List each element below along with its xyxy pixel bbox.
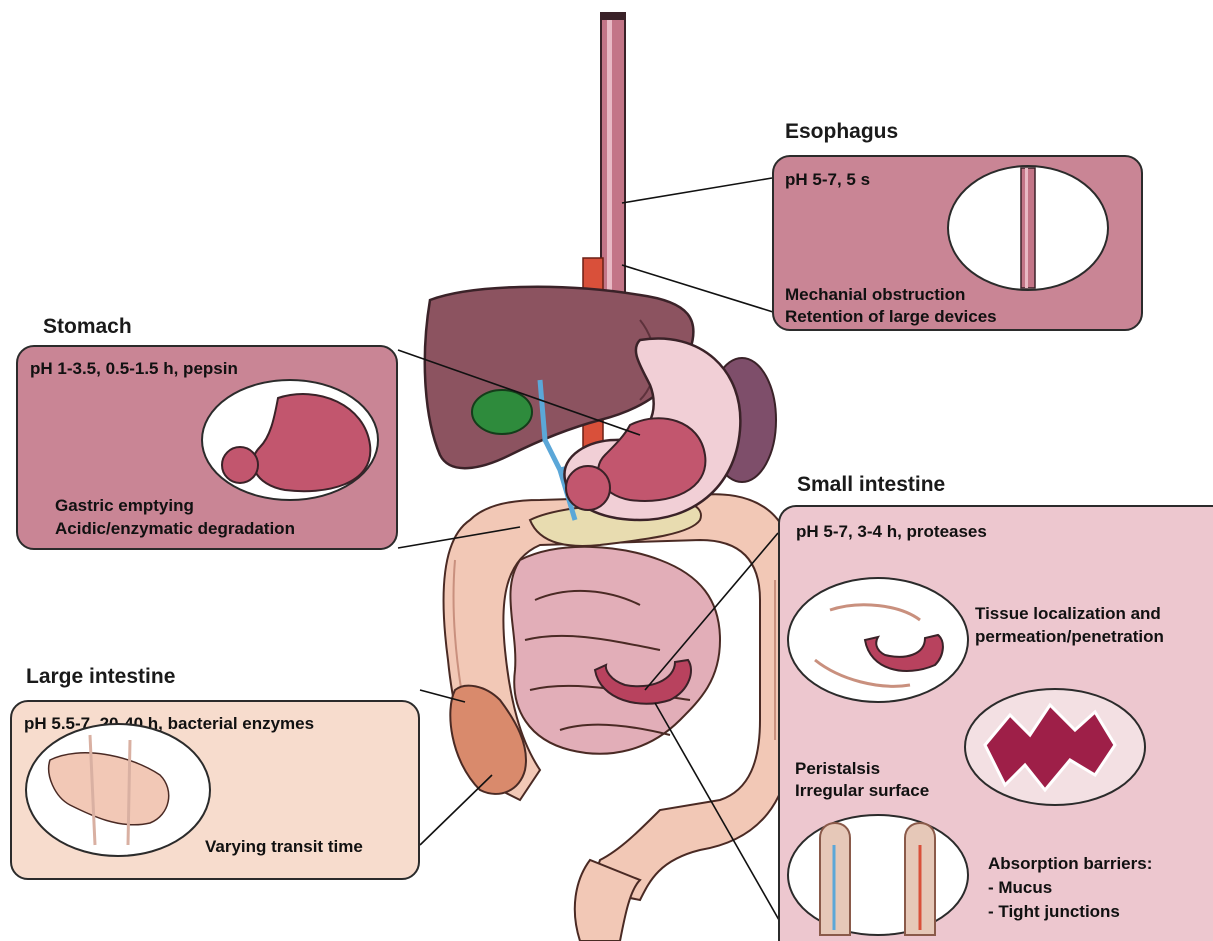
stomach-challenge-1: Gastric emptying — [55, 494, 194, 517]
large-intestine-condition: pH 5.5-7, 20-40 h, bacterial enzymes — [24, 712, 314, 735]
large-intestine-title: Large intestine — [26, 665, 175, 689]
stomach-title: Stomach — [43, 315, 132, 339]
small-intestine-organ — [510, 547, 720, 754]
esophagus-organ — [600, 12, 626, 316]
esophagus-challenge-2: Retention of large devices — [785, 305, 997, 328]
small-intestine-challenge-2b: Irregular surface — [795, 779, 929, 802]
esophagus-title: Esophagus — [785, 120, 898, 144]
small-intestine-challenge-3c: - Tight junctions — [988, 900, 1120, 923]
esophagus-challenge-1: Mechanial obstruction — [785, 283, 965, 306]
small-intestine-challenge-3b: - Mucus — [988, 876, 1052, 899]
esophagus-condition: pH 5-7, 5 s — [785, 168, 870, 191]
large-intestine-challenge-1: Varying transit time — [205, 835, 363, 858]
small-intestine-title: Small intestine — [797, 473, 945, 497]
small-intestine-challenge-1a: Tissue localization and — [975, 602, 1161, 625]
stomach-challenge-2: Acidic/enzymatic degradation — [55, 517, 295, 540]
small-intestine-challenge-2a: Peristalsis — [795, 757, 880, 780]
small-intestine-condition: pH 5-7, 3-4 h, proteases — [796, 520, 987, 543]
gallbladder — [472, 390, 532, 434]
stomach-condition: pH 1-3.5, 0.5-1.5 h, pepsin — [30, 357, 238, 380]
small-intestine-challenge-1b: permeation/penetration — [975, 625, 1164, 648]
small-intestine-challenge-3a: Absorption barriers: — [988, 852, 1152, 875]
